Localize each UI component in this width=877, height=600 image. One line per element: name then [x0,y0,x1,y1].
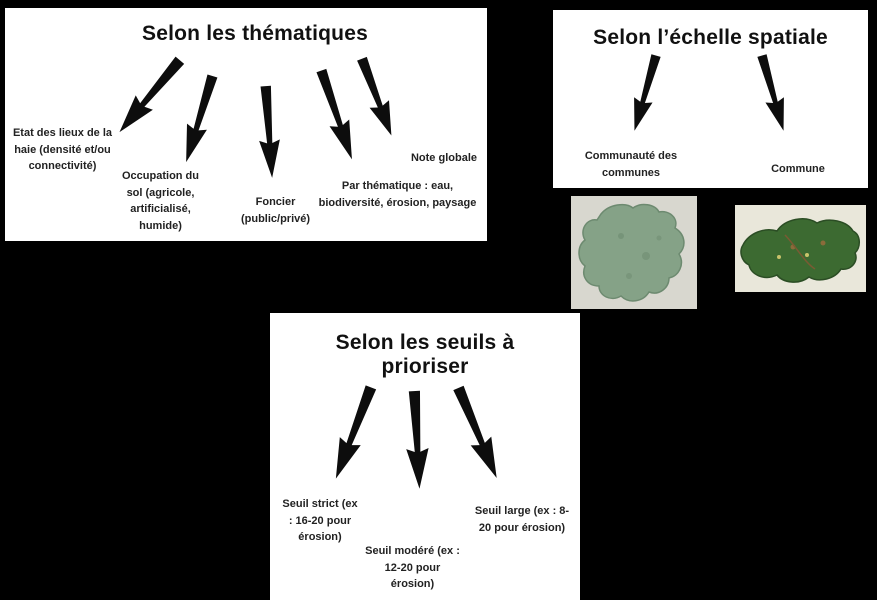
panel-echelle-title: Selon l’échelle spatiale [593,26,828,49]
arrow-icon [752,52,793,134]
map-commune [735,205,866,292]
arrow-icon [625,52,666,134]
label-seuil-modere: Seuil modéré (ex : 12-20 pour érosion) [365,545,460,590]
arrow-icon [255,85,283,179]
panel-seuils: Selon les seuils à prioriser Seuil stric… [270,313,580,600]
map-commune-shape-icon [740,218,860,283]
label-seuil-large: Seuil large (ex : 8-20 pour érosion) [474,505,570,534]
arrow-icon [325,383,382,483]
arrow-icon [403,390,431,490]
label-occupation-du-sol: Occupation du sol (agricole, artificiali… [122,170,199,232]
label-etat-des-lieux: Etat des lieux de la haie (densité et/ou… [12,127,113,172]
label-seuil-strict: Seuil strict (ex : 16-20 pour érosion) [282,498,358,543]
label-par-thematique: Par thématique : eau, biodiversité, éros… [318,180,477,209]
label-communaute-des-communes: Communauté des communes [584,150,678,179]
panel-seuils-title: Selon les seuils à prioriser [335,331,515,378]
panel-thematiques-title: Selon les thématiques [142,22,368,45]
map-communaute-shape-icon [578,203,685,302]
map-communaute-des-communes [571,196,697,309]
panel-echelle-spatiale: Selon l’échelle spatiale Communauté des … [553,10,868,188]
arrow-icon [448,383,507,483]
arrow-icon [352,55,402,140]
label-foncier: Foncier (public/privé) [240,196,311,225]
panel-thematiques: Selon les thématiques Etat des lieux de … [5,8,487,241]
label-commune: Commune [771,163,825,175]
label-note-globale: Note globale [410,152,477,164]
arrow-icon [176,72,223,166]
